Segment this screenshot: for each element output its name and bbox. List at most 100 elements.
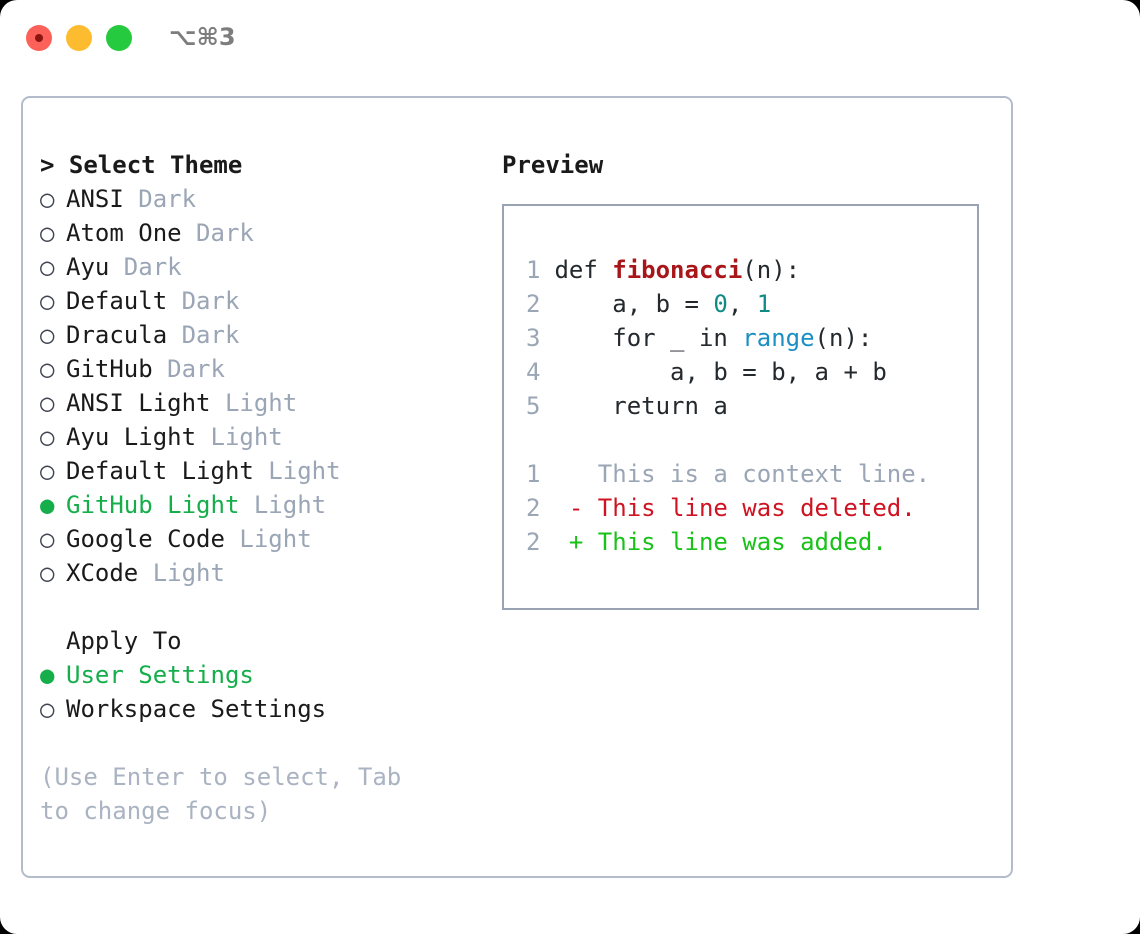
theme-option-variant: Light — [138, 559, 225, 587]
theme-option[interactable]: ○ Default Dark — [40, 284, 480, 318]
code-line: 3 for _ in range(n): — [526, 321, 887, 355]
code-line: 5 return a — [526, 389, 887, 423]
line-number: 2 — [526, 528, 541, 556]
apply-to-list: ●User Settings ○ Workspace Settings — [40, 658, 480, 726]
radio-unselected-icon: ○ — [40, 695, 55, 723]
theme-option[interactable]: ● GitHub Light Light — [40, 488, 480, 522]
theme-option-variant: Light — [253, 457, 341, 485]
theme-option[interactable]: ○ ANSI Light Light — [40, 386, 480, 420]
apply-to-option-label: Workspace Settings — [66, 695, 327, 723]
radio-unselected-icon: ○ — [40, 321, 55, 349]
line-number: 5 — [526, 392, 541, 420]
theme-option-label: Atom One — [66, 219, 182, 247]
title-bar: ⌥⌘3 — [0, 0, 1140, 78]
code-token: return a — [554, 392, 728, 420]
apply-to-title: Apply To — [66, 627, 182, 655]
maximize-button[interactable] — [106, 25, 132, 51]
line-number: 1 — [526, 256, 541, 284]
spacer — [40, 590, 480, 624]
apply-to-option[interactable]: ●User Settings — [40, 658, 480, 692]
preview-column: Preview — [502, 148, 992, 182]
radio-unselected-icon: ○ — [40, 559, 55, 587]
radio-unselected-icon: ○ — [40, 185, 55, 213]
theme-option-variant: Light — [196, 423, 283, 451]
radio-unselected-icon: ○ — [40, 457, 55, 485]
theme-option-variant: Light — [224, 525, 312, 553]
theme-option[interactable]: ○ GitHub Dark — [40, 352, 480, 386]
apply-to-option-label: User Settings — [66, 661, 254, 689]
theme-option-variant: Dark — [181, 219, 254, 247]
theme-option-variant: Dark — [109, 253, 182, 281]
code-token: for _ in — [554, 324, 743, 352]
diff-line: 2 - This line was deleted. — [526, 491, 930, 525]
code-token: fibonacci — [612, 256, 743, 284]
theme-option-label: Dracula — [66, 321, 168, 349]
theme-option-label: GitHub Light — [66, 491, 240, 519]
radio-unselected-icon: ○ — [40, 389, 55, 417]
theme-option-label: GitHub — [66, 355, 153, 383]
theme-option-variant: Dark — [123, 185, 197, 213]
theme-option-label: XCode — [66, 559, 139, 587]
radio-unselected-icon: ○ — [40, 355, 55, 383]
line-number: 1 — [526, 460, 541, 488]
theme-option[interactable]: ○ Ayu Dark — [40, 250, 480, 284]
theme-option-variant: Light — [239, 491, 327, 519]
theme-option[interactable]: ○Google Code Light — [40, 522, 480, 556]
minimize-button[interactable] — [66, 25, 92, 51]
theme-picker-title: > Select Theme — [40, 151, 243, 179]
code-token: range — [742, 324, 815, 352]
diff-text: This is a context line. — [540, 460, 931, 488]
code-line: 1 def fibonacci(n): — [526, 253, 887, 287]
theme-picker-column: > Select Theme ○ANSI Dark○Atom One Dark○… — [40, 148, 480, 726]
preview-title: Preview — [502, 151, 604, 179]
diff-sample: 1 This is a context line.2 - This line w… — [526, 457, 930, 559]
keyboard-hint: (Use Enter to select, Tab to change focu… — [40, 763, 416, 825]
diff-text: + This line was added. — [540, 528, 887, 556]
theme-option-label: ANSI Light — [66, 389, 211, 417]
diff-line: 1 This is a context line. — [526, 457, 930, 491]
theme-option[interactable]: ○ Atom One Dark — [40, 216, 480, 250]
line-number: 4 — [526, 358, 541, 386]
line-number: 2 — [526, 290, 541, 318]
theme-option-label: Ayu — [66, 253, 110, 281]
code-token: 0 — [713, 290, 728, 318]
theme-option[interactable]: ○ XCode Light — [40, 556, 480, 590]
theme-option-label: ANSI — [66, 185, 124, 213]
radio-unselected-icon: ○ — [40, 287, 55, 315]
code-token: a, b = — [554, 290, 714, 318]
radio-unselected-icon: ○ — [40, 423, 55, 451]
line-number: 3 — [526, 324, 541, 352]
theme-option[interactable]: ○Default Light Light — [40, 454, 480, 488]
main-panel: > Select Theme ○ANSI Dark○Atom One Dark○… — [21, 96, 1013, 878]
line-number: 2 — [526, 494, 541, 522]
code-token: (n): — [742, 256, 801, 284]
theme-option[interactable]: ○ ANSI Dark — [40, 182, 480, 216]
theme-option[interactable]: ○Dracula Dark — [40, 318, 480, 352]
radio-unselected-icon: ○ — [40, 525, 55, 553]
traffic-lights — [26, 25, 132, 51]
theme-list: ○ANSI Dark○Atom One Dark○Ayu Dark○Defaul… — [40, 182, 480, 590]
code-token: def — [554, 256, 613, 284]
code-token: , — [727, 290, 757, 318]
radio-unselected-icon: ○ — [40, 253, 55, 281]
diff-text: - This line was deleted. — [540, 494, 916, 522]
code-token: 1 — [756, 290, 772, 318]
code-line: 2 a, b = 0, 1 — [526, 287, 887, 321]
code-token: a, b = b, a + b — [554, 358, 887, 386]
theme-option-variant: Dark — [167, 287, 240, 315]
keyboard-shortcut-label: ⌥⌘3 — [169, 23, 236, 51]
theme-option-label: Default — [66, 287, 168, 315]
apply-to-option[interactable]: ○ Workspace Settings — [40, 692, 480, 726]
radio-unselected-icon: ○ — [40, 219, 55, 247]
diff-line: 2 + This line was added. — [526, 525, 930, 559]
theme-option-variant: Dark — [152, 355, 225, 383]
close-button[interactable] — [26, 25, 52, 51]
radio-selected-icon: ● — [40, 491, 55, 519]
theme-option[interactable]: ○ Ayu Light Light — [40, 420, 480, 454]
code-token: (n): — [814, 324, 873, 352]
theme-option-label: Ayu Light — [66, 423, 197, 451]
theme-option-variant: Light — [210, 389, 298, 417]
